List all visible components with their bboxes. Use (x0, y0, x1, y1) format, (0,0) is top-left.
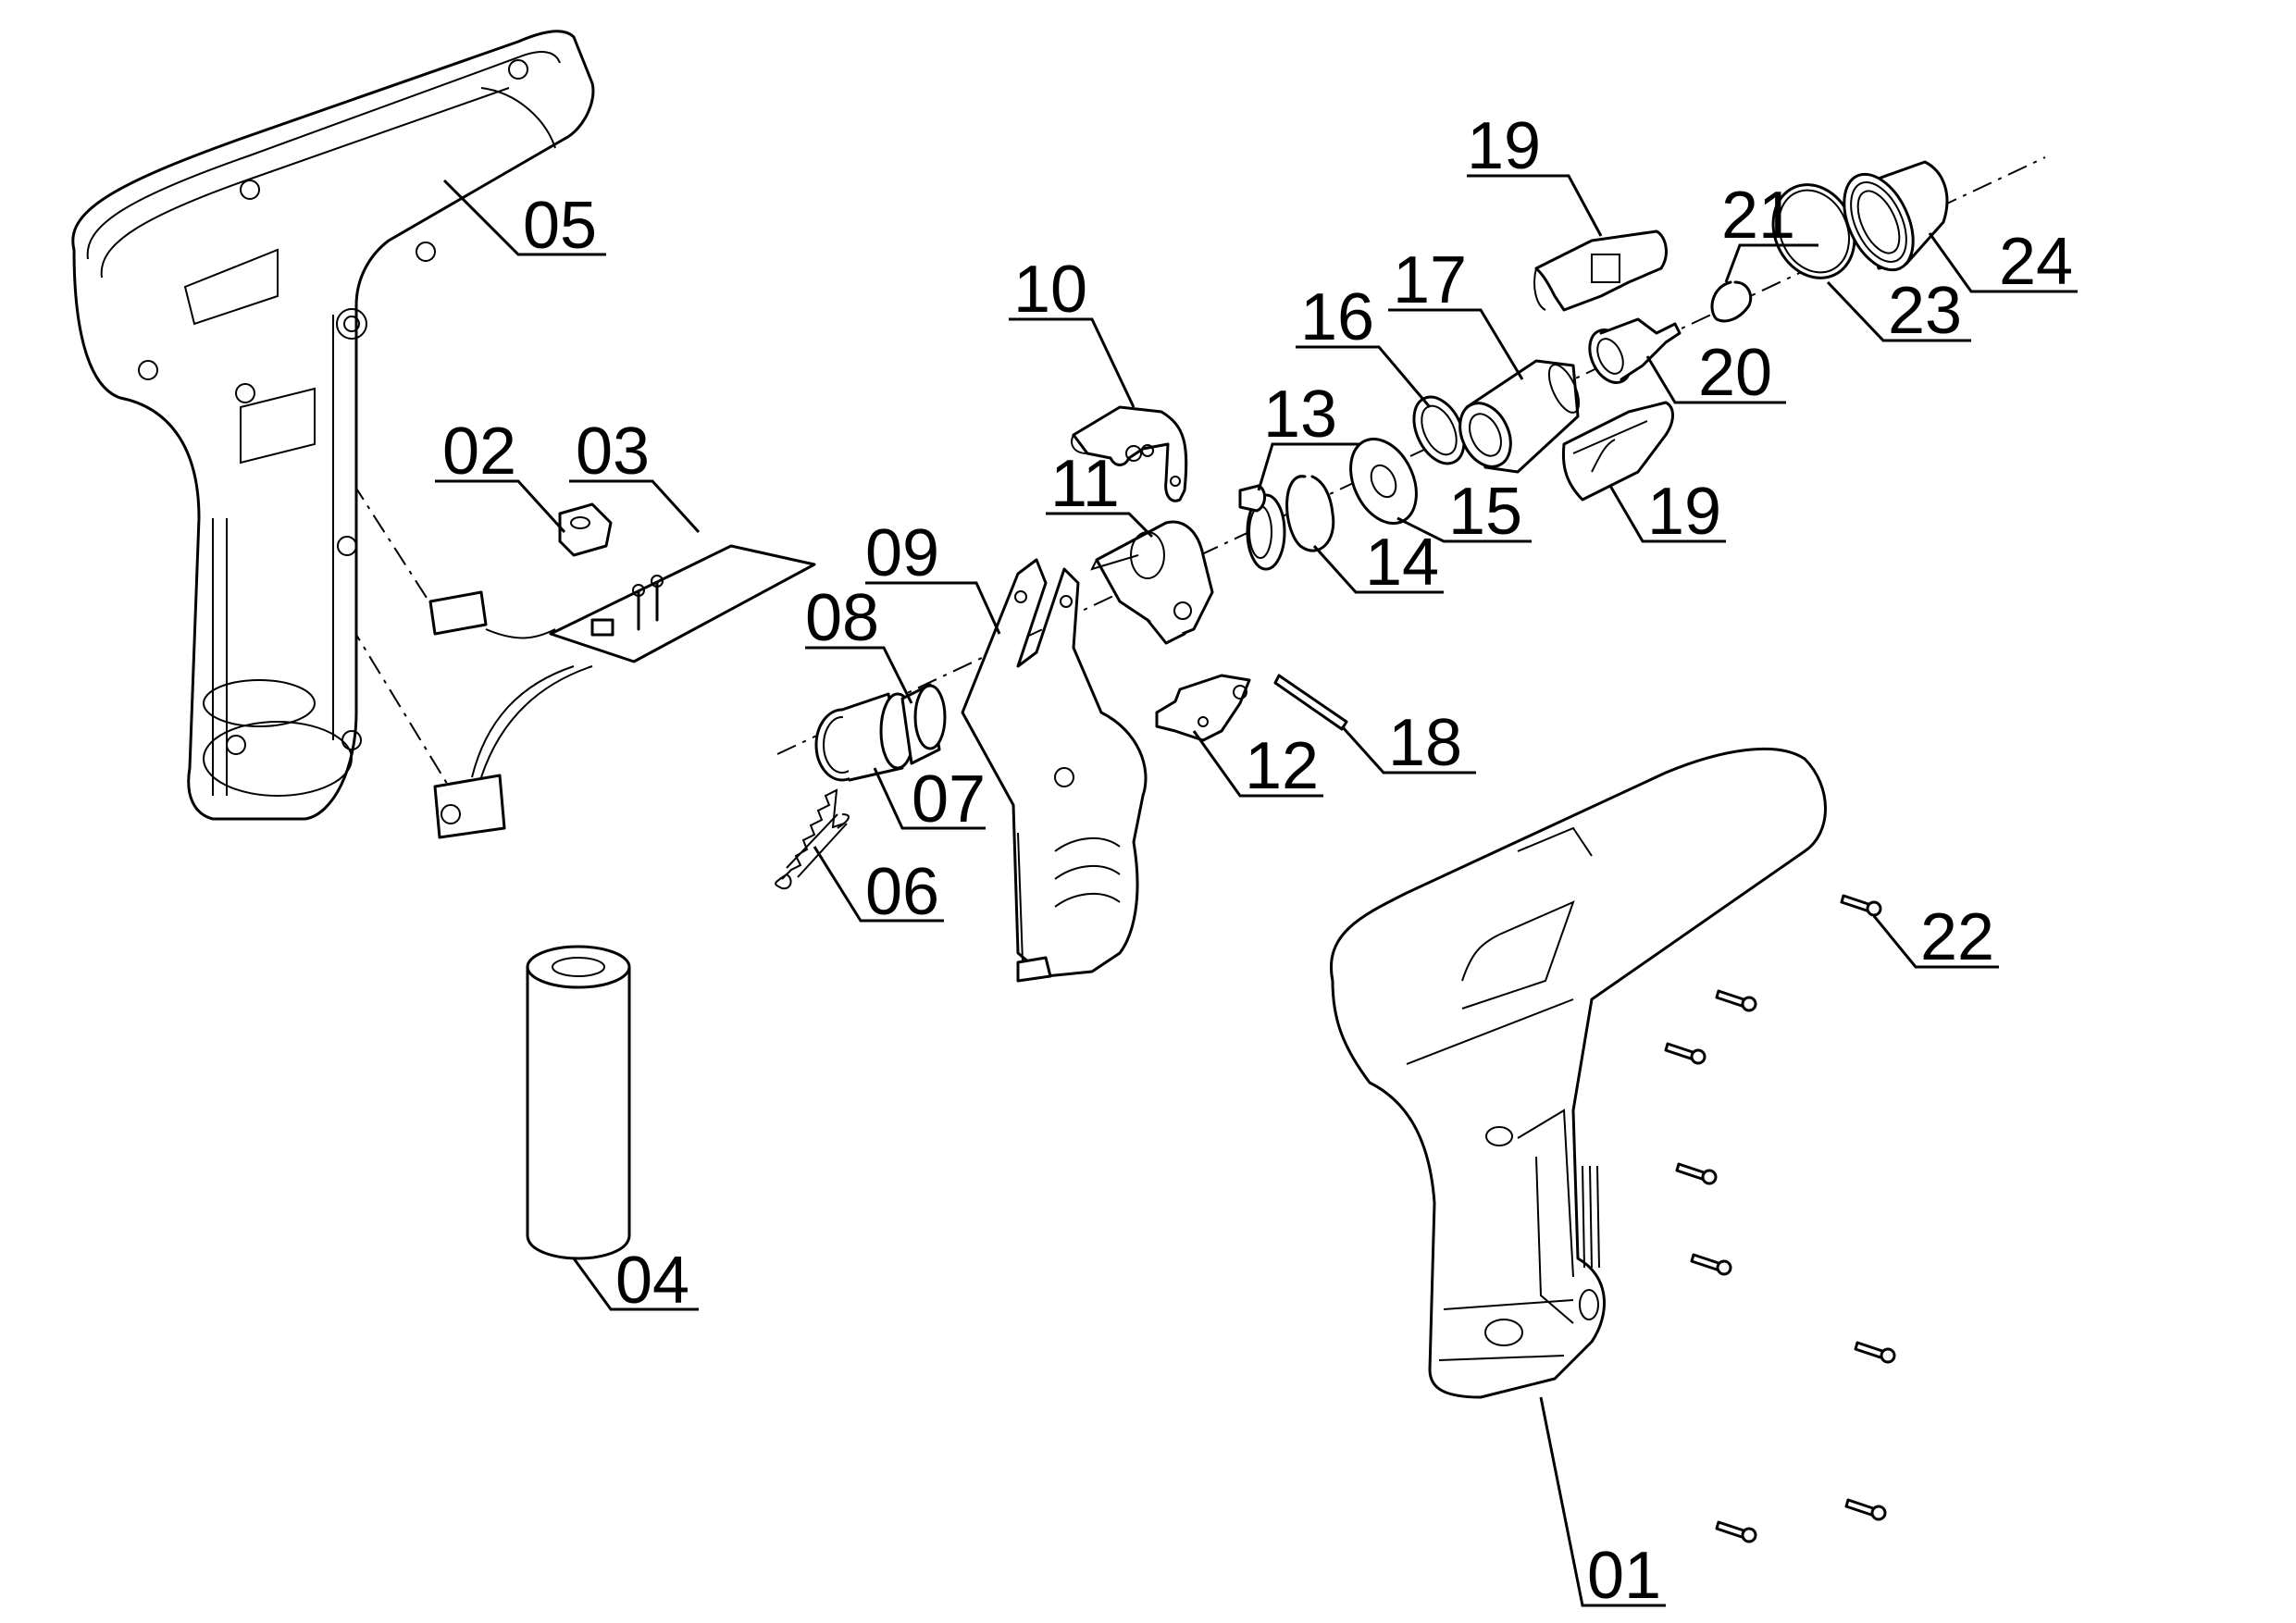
part-19-nozzle-holder-upper (1533, 229, 1668, 312)
part-10-lever (1071, 405, 1188, 502)
part-14-retaining-ring (1285, 475, 1335, 552)
callout-12: 12 (1192, 729, 1323, 803)
screw (1715, 989, 1757, 1012)
callout-label: 23 (1888, 274, 1962, 348)
callout-11: 11 (1046, 447, 1154, 539)
part-21-circlip (1710, 280, 1753, 323)
callout-label: 15 (1448, 475, 1522, 549)
callout-label: 17 (1393, 243, 1467, 317)
callout-label: 14 (1365, 526, 1439, 600)
part-09-trigger (961, 558, 1148, 983)
screw (1840, 894, 1882, 917)
callout-label: 06 (865, 855, 939, 929)
callout-label: 05 (523, 189, 597, 263)
part-02-switch-button (558, 502, 613, 557)
callout-07: 07 (873, 762, 986, 836)
callout-label: 19 (1647, 475, 1721, 549)
callout-label: 01 (1587, 1539, 1661, 1613)
screw (1844, 1498, 1887, 1521)
screw (1664, 1042, 1706, 1065)
screw (1690, 1253, 1732, 1276)
callout-16: 16 (1296, 280, 1432, 408)
callout-10: 10 (1009, 253, 1136, 408)
callout-04: 04 (572, 1244, 699, 1318)
part-03-circuit-board (428, 544, 816, 839)
screw (1854, 1341, 1896, 1364)
callout-06: 06 (813, 846, 944, 929)
callout-label: 22 (1920, 900, 1994, 974)
callout-13: 13 (1257, 378, 1360, 491)
callout-19-lower: 19 (1608, 475, 1726, 549)
part-08-sleeve-ring (900, 683, 947, 765)
callout-05: 05 (442, 179, 606, 263)
callout-label: 12 (1245, 729, 1319, 803)
callout-03: 03 (569, 415, 701, 534)
callout-14: 14 (1312, 526, 1444, 600)
callout-18: 18 (1340, 706, 1476, 780)
callout-21: 21 (1721, 179, 1818, 283)
part-19-nozzle-holder-lower (1561, 401, 1674, 502)
part-04-battery (526, 945, 631, 1260)
callout-label: 16 (1300, 280, 1374, 354)
part-07-feed-sleeve (814, 692, 916, 782)
callout-20: 20 (1645, 336, 1786, 410)
callout-label: 03 (576, 415, 650, 489)
callout-08: 08 (805, 581, 913, 704)
part-01-housing-right (1330, 747, 1827, 1399)
callout-label: 21 (1721, 179, 1795, 253)
callout-label: 13 (1263, 378, 1337, 452)
callout-label: 20 (1698, 336, 1772, 410)
callout-17: 17 (1388, 243, 1524, 380)
callout-15: 15 (1396, 475, 1532, 549)
part-11-feed-mechanism (1090, 520, 1214, 645)
callout-02: 02 (435, 415, 566, 534)
callout-label: 18 (1388, 706, 1462, 780)
callout-label: 04 (615, 1244, 689, 1318)
callout-22: 22 (1872, 900, 1999, 974)
part-12-pawl (1155, 674, 1251, 742)
part-24-nozzle-cap (1843, 160, 1949, 272)
callout-24: 24 (1928, 225, 2078, 299)
callout-label: 19 (1467, 109, 1541, 183)
callout-label: 10 (1013, 253, 1087, 327)
part-18-pin (1273, 674, 1348, 731)
callout-label: 24 (1999, 225, 2073, 299)
callout-label: 07 (912, 762, 986, 836)
callout-23: 23 (1826, 274, 1971, 348)
part-20-heating-nozzle (1588, 317, 1682, 384)
callout-01: 01 (1539, 1396, 1666, 1613)
callout-label: 09 (865, 516, 939, 590)
callout-19-upper: 19 (1467, 109, 1603, 237)
part-22-screws (1664, 894, 1896, 1543)
screw (1715, 1520, 1757, 1543)
screw (1675, 1162, 1718, 1185)
callout-label: 11 (1050, 447, 1120, 521)
part-06-spring (775, 788, 850, 890)
callout-09: 09 (865, 516, 1001, 635)
callout-label: 02 (442, 415, 516, 489)
callout-label: 08 (805, 581, 879, 655)
part-13-clamp-ring (1238, 484, 1286, 571)
part-17-silicone-sleeve (1458, 359, 1581, 474)
part-05-housing-left (71, 30, 595, 821)
